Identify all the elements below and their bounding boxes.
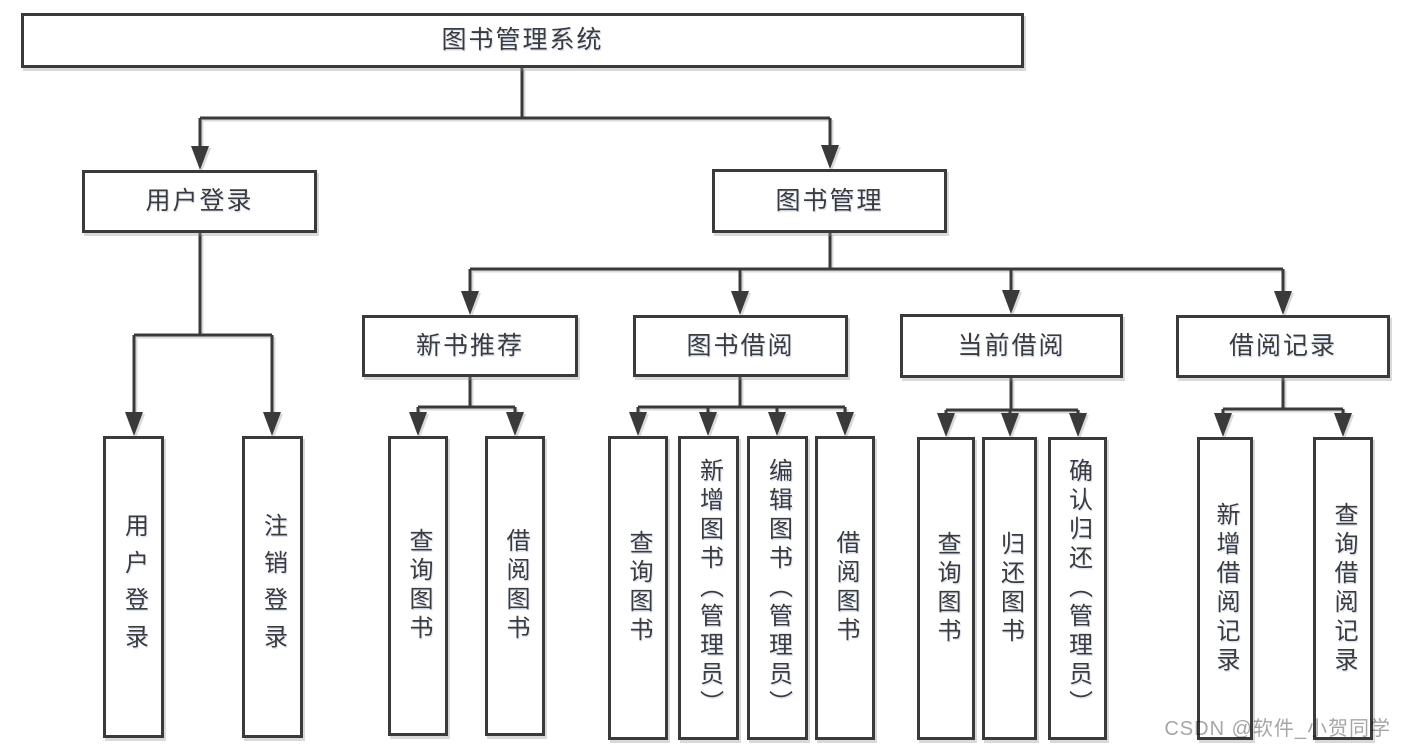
- arrowhead: [506, 412, 524, 436]
- connector-book-management-to-level3: [461, 233, 1292, 315]
- connector-book-borrowing-to-leaves: [629, 377, 854, 436]
- connector-line: [944, 378, 1080, 417]
- arrowhead: [1334, 413, 1352, 437]
- leaf-confirm-return-admin: 确认归还（管理员）: [1048, 437, 1107, 740]
- connector-user-login-to-leaves: [125, 233, 281, 436]
- arrowhead: [937, 413, 955, 437]
- arrowhead: [1001, 413, 1019, 437]
- node-new-book-recommendation: 新书推荐: [362, 315, 578, 377]
- arrowhead: [629, 412, 647, 436]
- node-user-login: 用户登录: [82, 170, 317, 233]
- node-book-management-system: 图书管理系统: [21, 13, 1024, 68]
- arrowhead: [731, 291, 749, 315]
- connector-line: [1221, 378, 1345, 417]
- arrowhead: [191, 146, 209, 170]
- node-book-borrowing: 图书借阅: [633, 315, 848, 377]
- connector-borrowing-records-to-leaves: [1214, 378, 1352, 437]
- watermark: CSDN @软件_小贺同学: [1164, 718, 1391, 740]
- leaf-edit-book-admin: 编辑图书（管理员）: [747, 436, 808, 740]
- leaf-add-borrow-record: 新增借阅记录: [1197, 437, 1253, 740]
- arrowhead: [1069, 413, 1087, 437]
- leaf-borrow-books-recommend: 借阅图书: [485, 436, 545, 736]
- arrowhead: [699, 412, 717, 436]
- arrowhead: [409, 412, 427, 436]
- connector-root-to-level2: [191, 68, 839, 170]
- leaf-return-book: 归还图书: [982, 437, 1037, 740]
- connector-line: [416, 377, 517, 416]
- connector-current-borrowing-to-leaves: [937, 378, 1087, 437]
- connector-new-books-to-leaves: [409, 377, 524, 436]
- arrowhead: [768, 412, 786, 436]
- leaf-borrow-books: 借阅图书: [815, 436, 875, 740]
- leaf-search-books-borrow: 查询图书: [608, 436, 668, 740]
- arrowhead: [821, 145, 839, 169]
- arrowhead: [125, 412, 143, 436]
- arrowhead: [461, 291, 479, 315]
- connector-line: [198, 68, 832, 150]
- arrowhead: [1002, 290, 1020, 314]
- node-book-management: 图书管理: [712, 169, 947, 233]
- arrowhead: [263, 412, 281, 436]
- leaf-search-borrow-record: 查询借阅记录: [1313, 437, 1373, 740]
- connector-line: [132, 233, 274, 416]
- connector-line: [468, 233, 1285, 295]
- leaf-add-book-admin: 新增图书（管理员）: [678, 436, 739, 740]
- node-borrowing-records: 借阅记录: [1176, 315, 1390, 378]
- leaf-logout: 注销登录: [242, 436, 303, 738]
- node-current-borrowing: 当前借阅: [900, 314, 1123, 378]
- leaf-search-books-current: 查询图书: [917, 437, 975, 740]
- leaf-search-books-recommend: 查询图书: [388, 436, 448, 736]
- arrowhead: [1214, 413, 1232, 437]
- leaf-user-login: 用户登录: [103, 436, 164, 738]
- connector-line: [636, 377, 847, 416]
- arrowhead: [836, 412, 854, 436]
- arrowhead: [1274, 291, 1292, 315]
